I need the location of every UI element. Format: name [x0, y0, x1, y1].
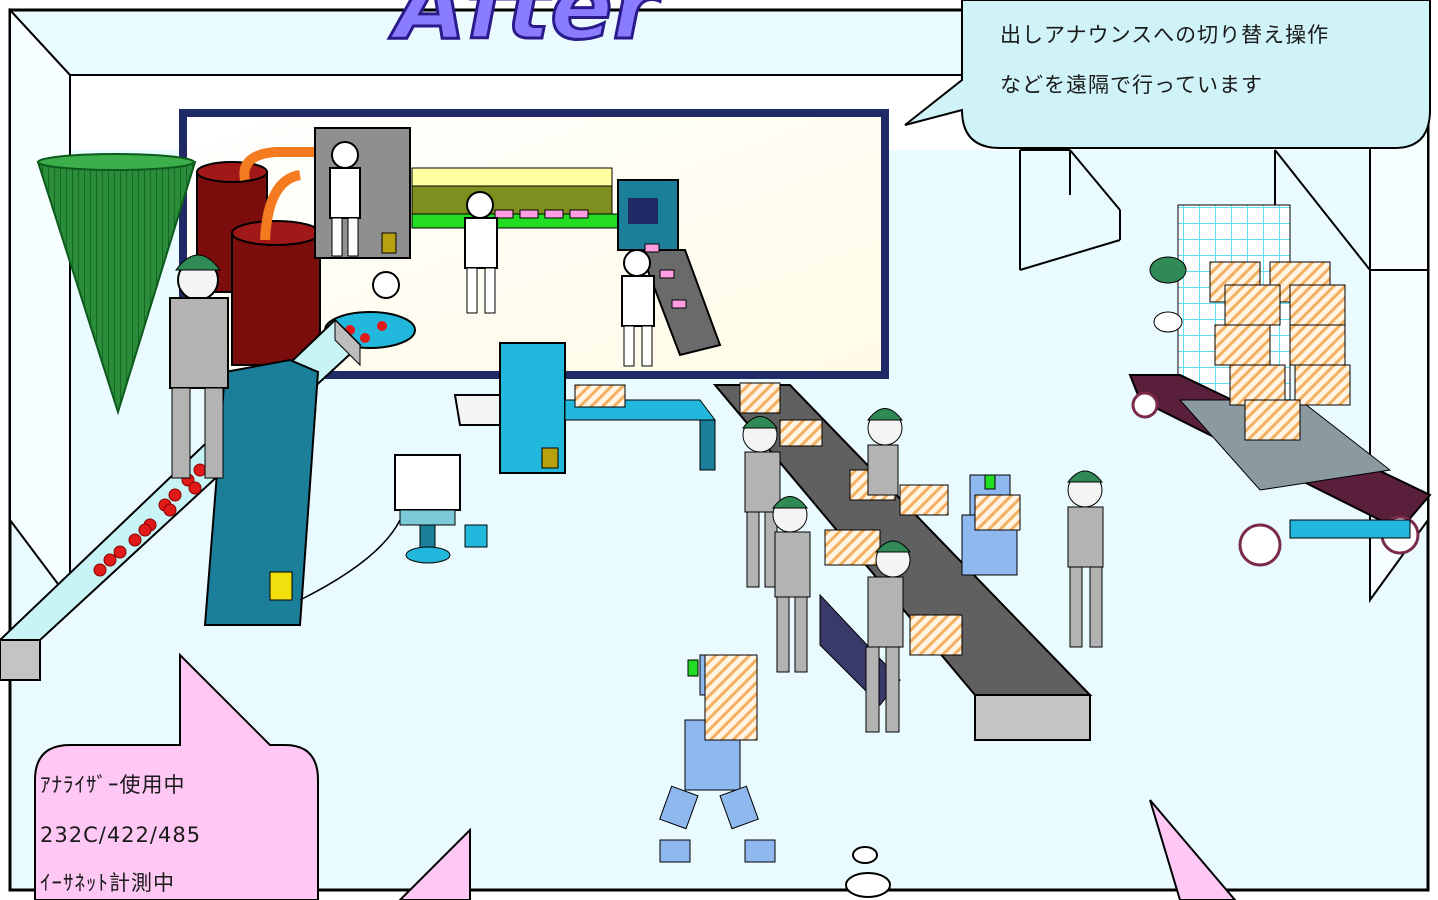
- title-text: After: [389, 0, 664, 60]
- bubble-bottom-left: ｱﾅﾗｲｻﾞｰ使用中 232C/422/485 ｲｰｻﾈｯﾄ計測中: [34, 652, 319, 900]
- after-title: After: [388, 0, 666, 62]
- worker-c4: [865, 540, 912, 733]
- bubble-bottom-left-line-1: ｱﾅﾗｲｻﾞｰ使用中: [40, 773, 186, 797]
- worker-window-2: [464, 191, 498, 314]
- worker-window-3: [621, 249, 655, 367]
- worker-c2: [867, 408, 903, 496]
- worker-c5: [1066, 470, 1104, 648]
- tank-red-2: [231, 220, 321, 366]
- monitor-terminal: [394, 454, 488, 564]
- back-window: [179, 109, 889, 379]
- worker-left: [169, 254, 229, 479]
- worker-c3: [772, 496, 811, 673]
- thought-bubble: [845, 846, 891, 898]
- worker-c1: [742, 416, 781, 588]
- bubble-bottom-left-line-3: ｲｰｻﾈｯﾄ計測中: [40, 871, 175, 895]
- pallet-cart: [1128, 204, 1432, 567]
- bubble-top-right-line-2: などを遠隔で行っています: [1000, 73, 1263, 97]
- pipe: [239, 147, 320, 181]
- worker-window-1: [329, 141, 361, 257]
- teal-machine-left: [203, 358, 401, 626]
- feeder-machine: [453, 342, 716, 474]
- conveyor-workers: [742, 408, 1104, 733]
- bubble-bottom-center-tail: [398, 827, 471, 900]
- bubble-top-right: 出しアナウンスへの切り替え操作 などを遠隔で行っています: [904, 0, 1431, 149]
- bubble-bottom-left-line-2: 232C/422/485: [40, 823, 201, 847]
- bubble-bottom-right-tail: [1149, 799, 1237, 900]
- bubble-top-right-line-1: 出しアナウンスへの切り替え操作: [1000, 23, 1329, 47]
- robot-right: [961, 474, 1021, 576]
- green-funnel: [36, 153, 197, 416]
- robot-front: [659, 654, 776, 863]
- main-conveyor: [712, 382, 1093, 741]
- window-conveyor: [411, 167, 623, 229]
